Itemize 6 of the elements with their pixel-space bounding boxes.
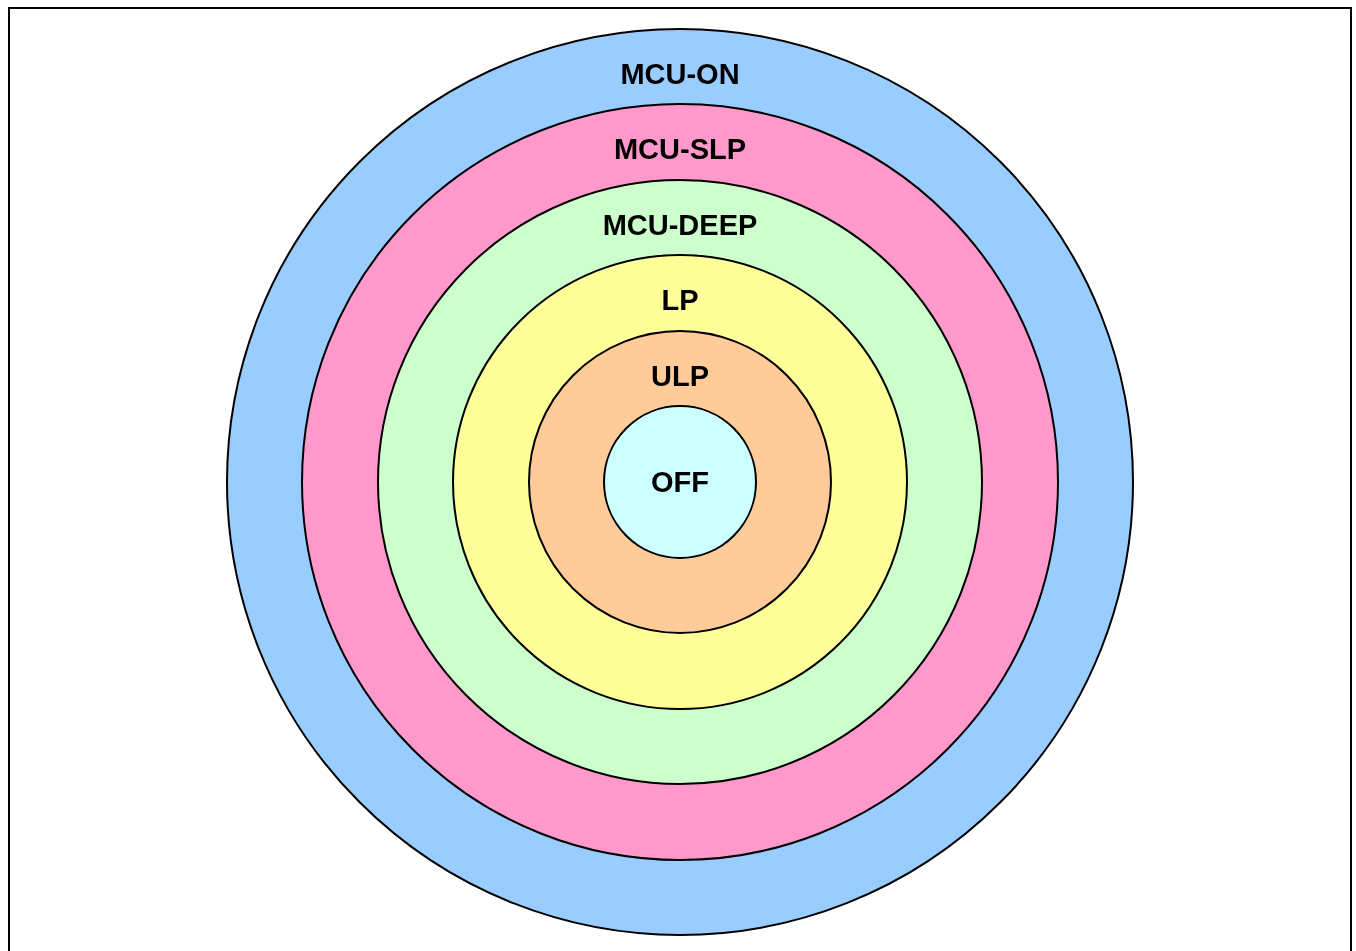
mode-label: MCU-DEEP	[602, 209, 758, 241]
mode-label: ULP	[651, 360, 709, 392]
mode-label: MCU-SLP	[613, 133, 747, 165]
mode-label: LP	[661, 284, 699, 316]
mode-label: MCU-ON	[620, 58, 740, 90]
mode-label: OFF	[651, 466, 709, 498]
